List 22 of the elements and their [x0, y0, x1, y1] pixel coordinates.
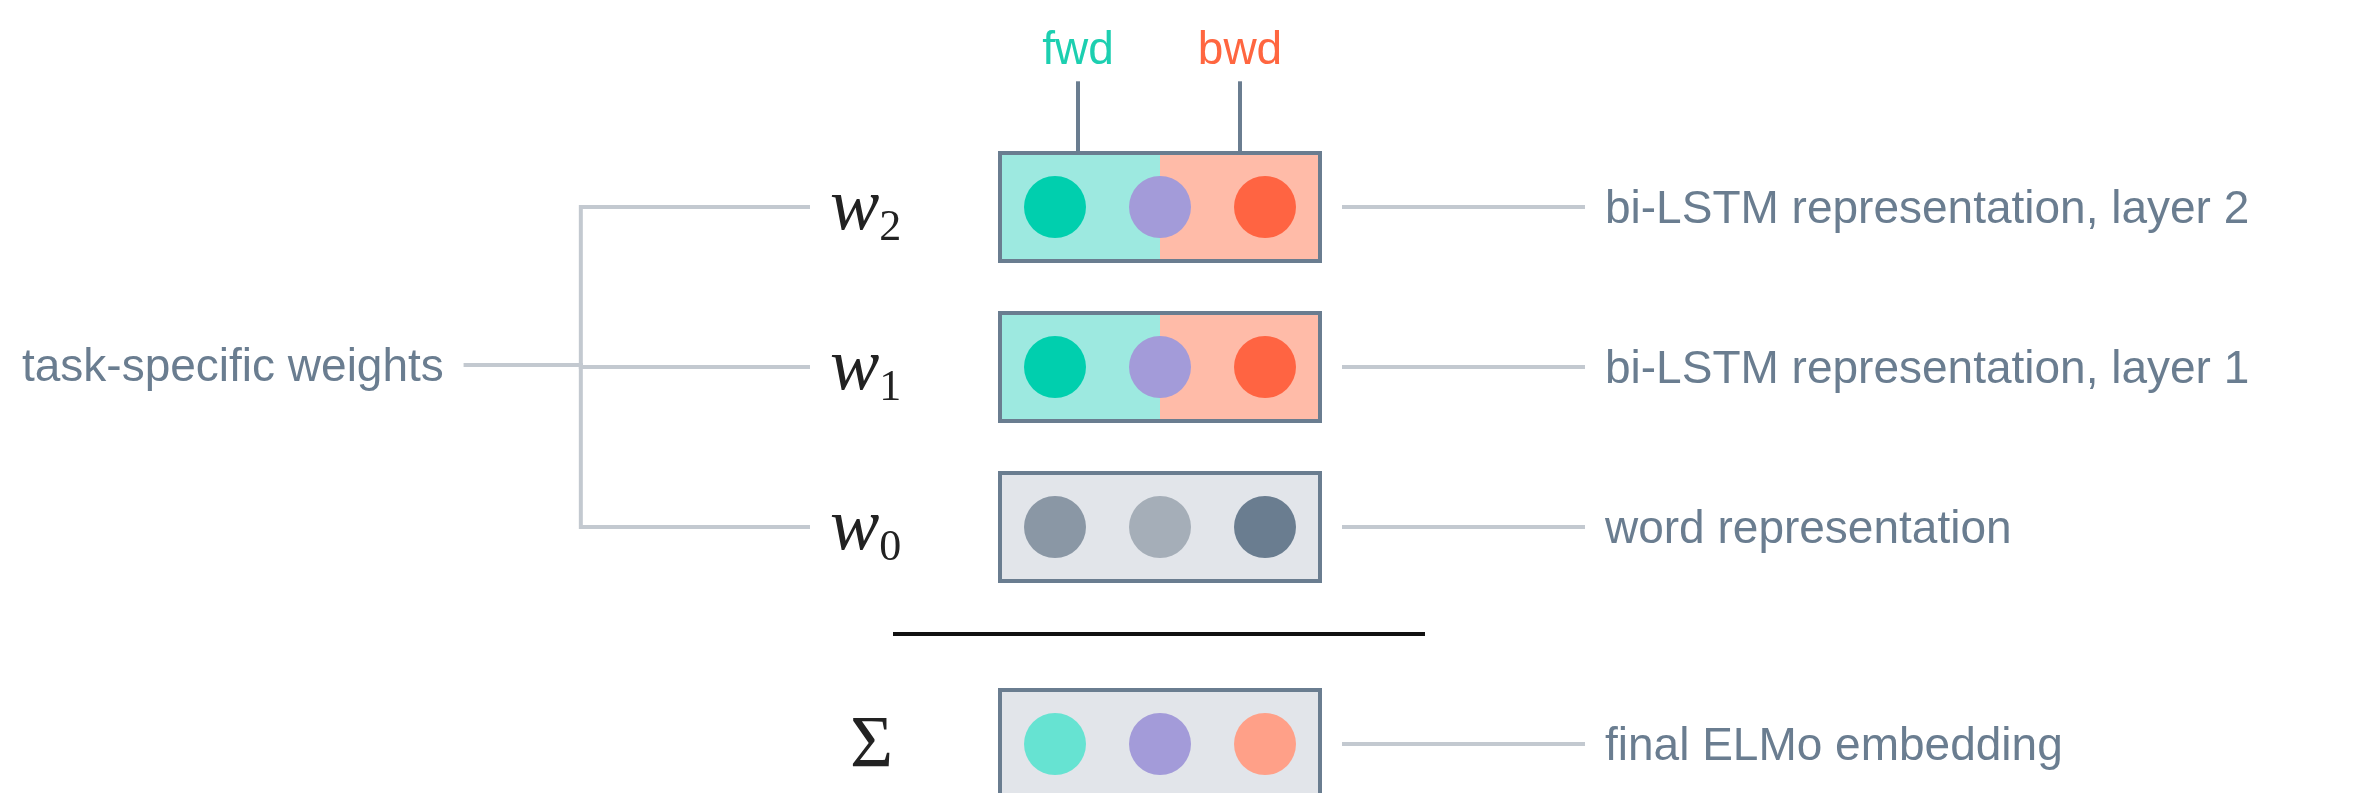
annotation-text: word representation — [1605, 501, 2012, 553]
annotation-text: bi-LSTM representation, layer 1 — [1605, 341, 2250, 393]
vector-box — [998, 688, 1322, 793]
leader-line — [1342, 525, 1585, 529]
vector-box — [998, 471, 1322, 583]
annotation-text: final ELMo embedding — [1605, 718, 2063, 770]
leader-line — [463, 363, 810, 529]
leader-line — [1342, 365, 1585, 369]
sum-symbol: Σ — [850, 705, 894, 779]
annotation-text: task-specific weights — [22, 339, 444, 391]
direction-label: fwd — [1042, 22, 1114, 74]
weight-symbol: w$_{1}$ — [830, 326, 902, 408]
vector-box — [998, 151, 1322, 263]
leader-line — [1076, 81, 1080, 151]
weight-symbol: w$_{2}$ — [830, 166, 902, 248]
vector-box — [998, 311, 1322, 423]
leader-line — [1342, 205, 1585, 209]
direction-label: bwd — [1197, 22, 1283, 74]
annotation-text: bi-LSTM representation, layer 2 — [1605, 181, 2250, 233]
leader-line — [1238, 81, 1242, 151]
leader-line — [1342, 742, 1585, 746]
weight-symbol: w$_{0}$ — [830, 486, 902, 568]
